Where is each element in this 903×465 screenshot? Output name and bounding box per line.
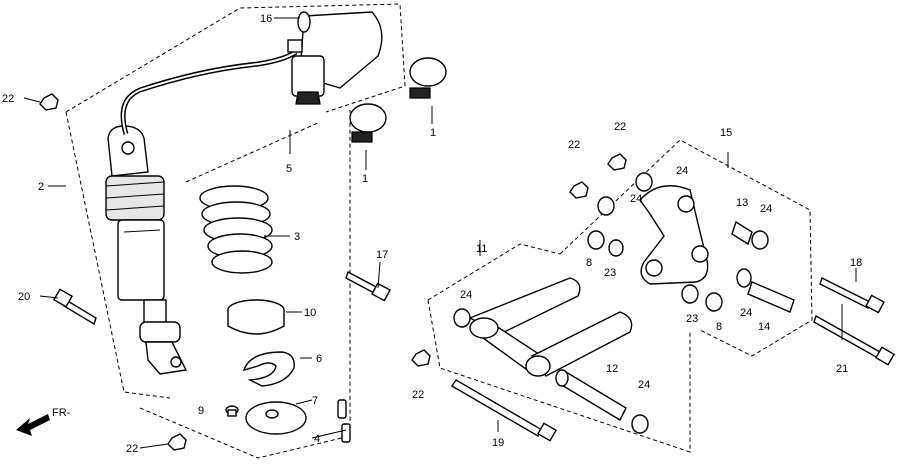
callout-15: 15: [720, 127, 732, 139]
callout-19: 19: [492, 437, 504, 449]
callout-24: 24: [638, 379, 650, 391]
callout-24: 24: [630, 193, 642, 205]
callout-14: 14: [758, 321, 770, 333]
shock-link: [639, 185, 709, 285]
shock-absorber: [105, 125, 188, 375]
callout-21: 21: [836, 363, 848, 375]
callout-16: 16: [260, 13, 272, 25]
shock-arm: [468, 277, 633, 377]
hose-clamps: [349, 57, 447, 143]
callout-24: 24: [676, 165, 688, 177]
callout-3: 3: [294, 231, 300, 243]
linkage-group-outline: [427, 139, 813, 453]
callout-24: 24: [740, 307, 752, 319]
collars: [555, 220, 795, 421]
spring: [199, 185, 273, 274]
callout-13: 13: [736, 197, 748, 209]
callout-23: 23: [604, 267, 616, 279]
nuts: [39, 93, 627, 451]
callout-22: 22: [614, 121, 626, 133]
callout-8: 8: [586, 257, 592, 269]
callout-4: 4: [314, 433, 320, 445]
reservoir: [287, 11, 383, 105]
spring-clip: [337, 399, 351, 443]
callout-2: 2: [38, 181, 44, 193]
callout-1: 1: [430, 127, 436, 139]
callout-12: 12: [606, 363, 618, 375]
leader-lines: [23, 17, 857, 449]
callout-24: 24: [460, 289, 472, 301]
callout-10: 10: [304, 307, 316, 319]
callout-20: 20: [18, 291, 30, 303]
direction-label: FR-: [52, 407, 71, 419]
spring-seat: [245, 401, 307, 435]
callouts: 16 22 2 5 3 10 6 7 4 9 20 22 17 1 1 11 2…: [2, 13, 862, 455]
callout-6: 6: [316, 353, 322, 365]
callout-5: 5: [286, 163, 292, 175]
callout-8: 8: [716, 321, 722, 333]
callout-22: 22: [2, 93, 14, 105]
callout-18: 18: [850, 257, 862, 269]
callout-1: 1: [362, 173, 368, 185]
reservoir-hose: [120, 49, 298, 135]
callout-7: 7: [312, 395, 318, 407]
callout-22: 22: [412, 389, 424, 401]
bleed-screw: [225, 405, 239, 417]
callout-22: 22: [126, 443, 138, 455]
callout-17: 17: [376, 249, 388, 261]
front-direction-arrow: FR-: [16, 407, 71, 436]
callout-23: 23: [686, 313, 698, 325]
bolts: [52, 270, 896, 442]
spring-collar: [227, 299, 285, 335]
seals-and-bearings: [453, 172, 769, 434]
spring-stopper: [242, 351, 295, 387]
callout-9: 9: [198, 405, 204, 417]
callout-11: 11: [476, 243, 487, 255]
callout-22: 22: [568, 139, 580, 151]
callout-24: 24: [760, 203, 772, 215]
